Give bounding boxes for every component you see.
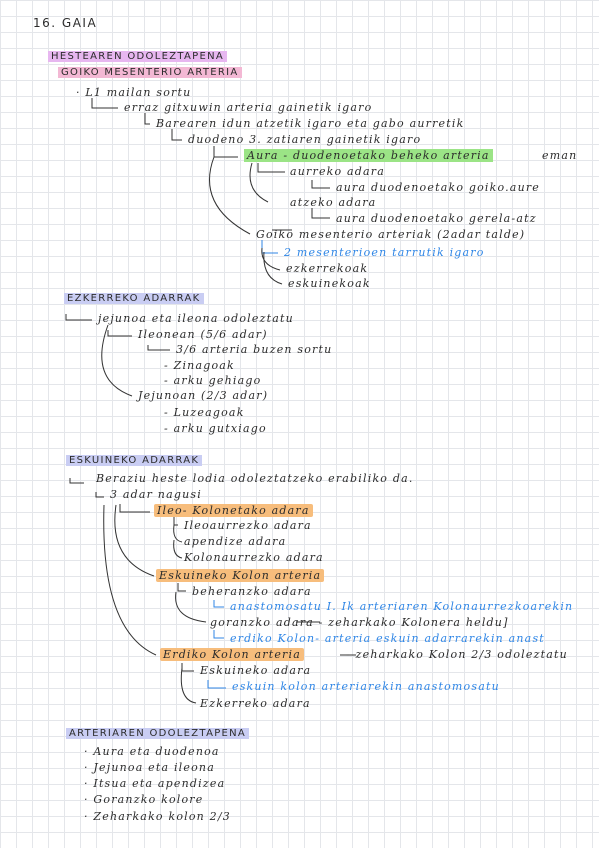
note-line-blue: 2 mesenterioen tarrutik igaro	[284, 246, 485, 259]
list-item: · Itsua eta apendizea	[84, 777, 226, 790]
note-line: Barearen idun atzetik igaro eta gabo aur…	[156, 117, 465, 130]
note-line: beheranzko adara	[192, 585, 312, 598]
note-line: atzeko adara	[290, 196, 377, 209]
highlight-ileo-kolonetako: Ileo- Kolonetako adara	[154, 504, 313, 517]
note-line: ezkerrekoak	[286, 262, 369, 275]
note-line: - zeharkako Kolon 2/3 odoleztatu	[346, 648, 568, 661]
note-line: Goiko mesenterio arteriak (2adar talde)	[256, 228, 526, 241]
list-item: · Jejunoa eta ileona	[84, 761, 215, 774]
note-line: jejunoa eta ileona odoleztatu	[98, 312, 294, 325]
subheading-goiko-mesenterio: GOIKO MESENTERIO ARTERIA	[58, 67, 242, 78]
list-item: · Zeharkako kolon 2/3	[84, 810, 231, 823]
note-line: aura duodenoetako gerela-atz	[336, 212, 537, 225]
page-title: 16. GAIA	[33, 16, 98, 30]
list-item: · Aura eta duodenoa	[84, 745, 220, 758]
note-line: - Luzeagoak	[164, 406, 245, 419]
note-line: Kolonaurrezko adara	[184, 551, 324, 564]
list-item: · Goranzko kolore	[84, 793, 204, 806]
note-line: 3 adar nagusi	[110, 488, 202, 501]
note-line: Jejunoan (2/3 adar)	[138, 389, 269, 402]
highlight-aura-duodeno: Aura - duodenoetako beheko arteria	[244, 149, 493, 162]
note-line: - Zinagoak	[164, 359, 235, 372]
section-heading-eskuineko: ESKUINEKO ADARRAK	[66, 455, 203, 466]
note-line-blue: erdiko Kolon- arteria eskuin adarrarekin…	[230, 632, 545, 645]
note-line: erraz gitxuwin arteria gainetik igaro	[124, 101, 373, 114]
note-line: eman	[542, 149, 578, 162]
section-heading-arteriaren: ARTERIAREN ODOLEZTAPENA	[66, 728, 250, 739]
note-line: Eskuineko adara	[200, 664, 312, 677]
note-line: · L1 mailan sortu	[76, 86, 192, 99]
note-line: 3/6 arteria buzen sortu	[176, 343, 333, 356]
note-line: aura duodenoetako goiko.aure	[336, 181, 541, 194]
note-line: Ileoaurrezko adara	[184, 519, 312, 532]
note-line: Beraziu heste lodia odoleztatzeko erabil…	[96, 472, 414, 485]
highlight-erdiko-kolon: Erdiko Kolon arteria	[160, 648, 304, 661]
highlight-eskuineko-kolon: Eskuineko Kolon arteria	[156, 569, 325, 582]
note-line: - arku gutxiago	[164, 422, 267, 435]
section-heading-ezkerreko: EZKERREKO ADARRAK	[64, 293, 204, 304]
note-line: apendize adara	[184, 535, 287, 548]
note-line: eskuinekoak	[288, 277, 371, 290]
note-line: Ileonean (5/6 adar)	[138, 328, 268, 341]
note-line: - arku gehiago	[164, 374, 262, 387]
note-line: duodeno 3. zatiaren gainetik igaro	[188, 133, 422, 146]
section-heading-hestearen: HESTEAREN ODOLEZTAPENA	[48, 51, 228, 62]
note-line: goranzko adara - zeharkako Kolonera held…	[210, 616, 509, 629]
note-line-blue: anastomosatu I. Ik arteriaren Kolonaurre…	[230, 600, 574, 613]
note-line: Ezkerreko adara	[200, 697, 311, 710]
note-line-blue: eskuin kolon arteriarekin anastomosatu	[232, 680, 500, 693]
note-line: aurreko adara	[290, 165, 386, 178]
